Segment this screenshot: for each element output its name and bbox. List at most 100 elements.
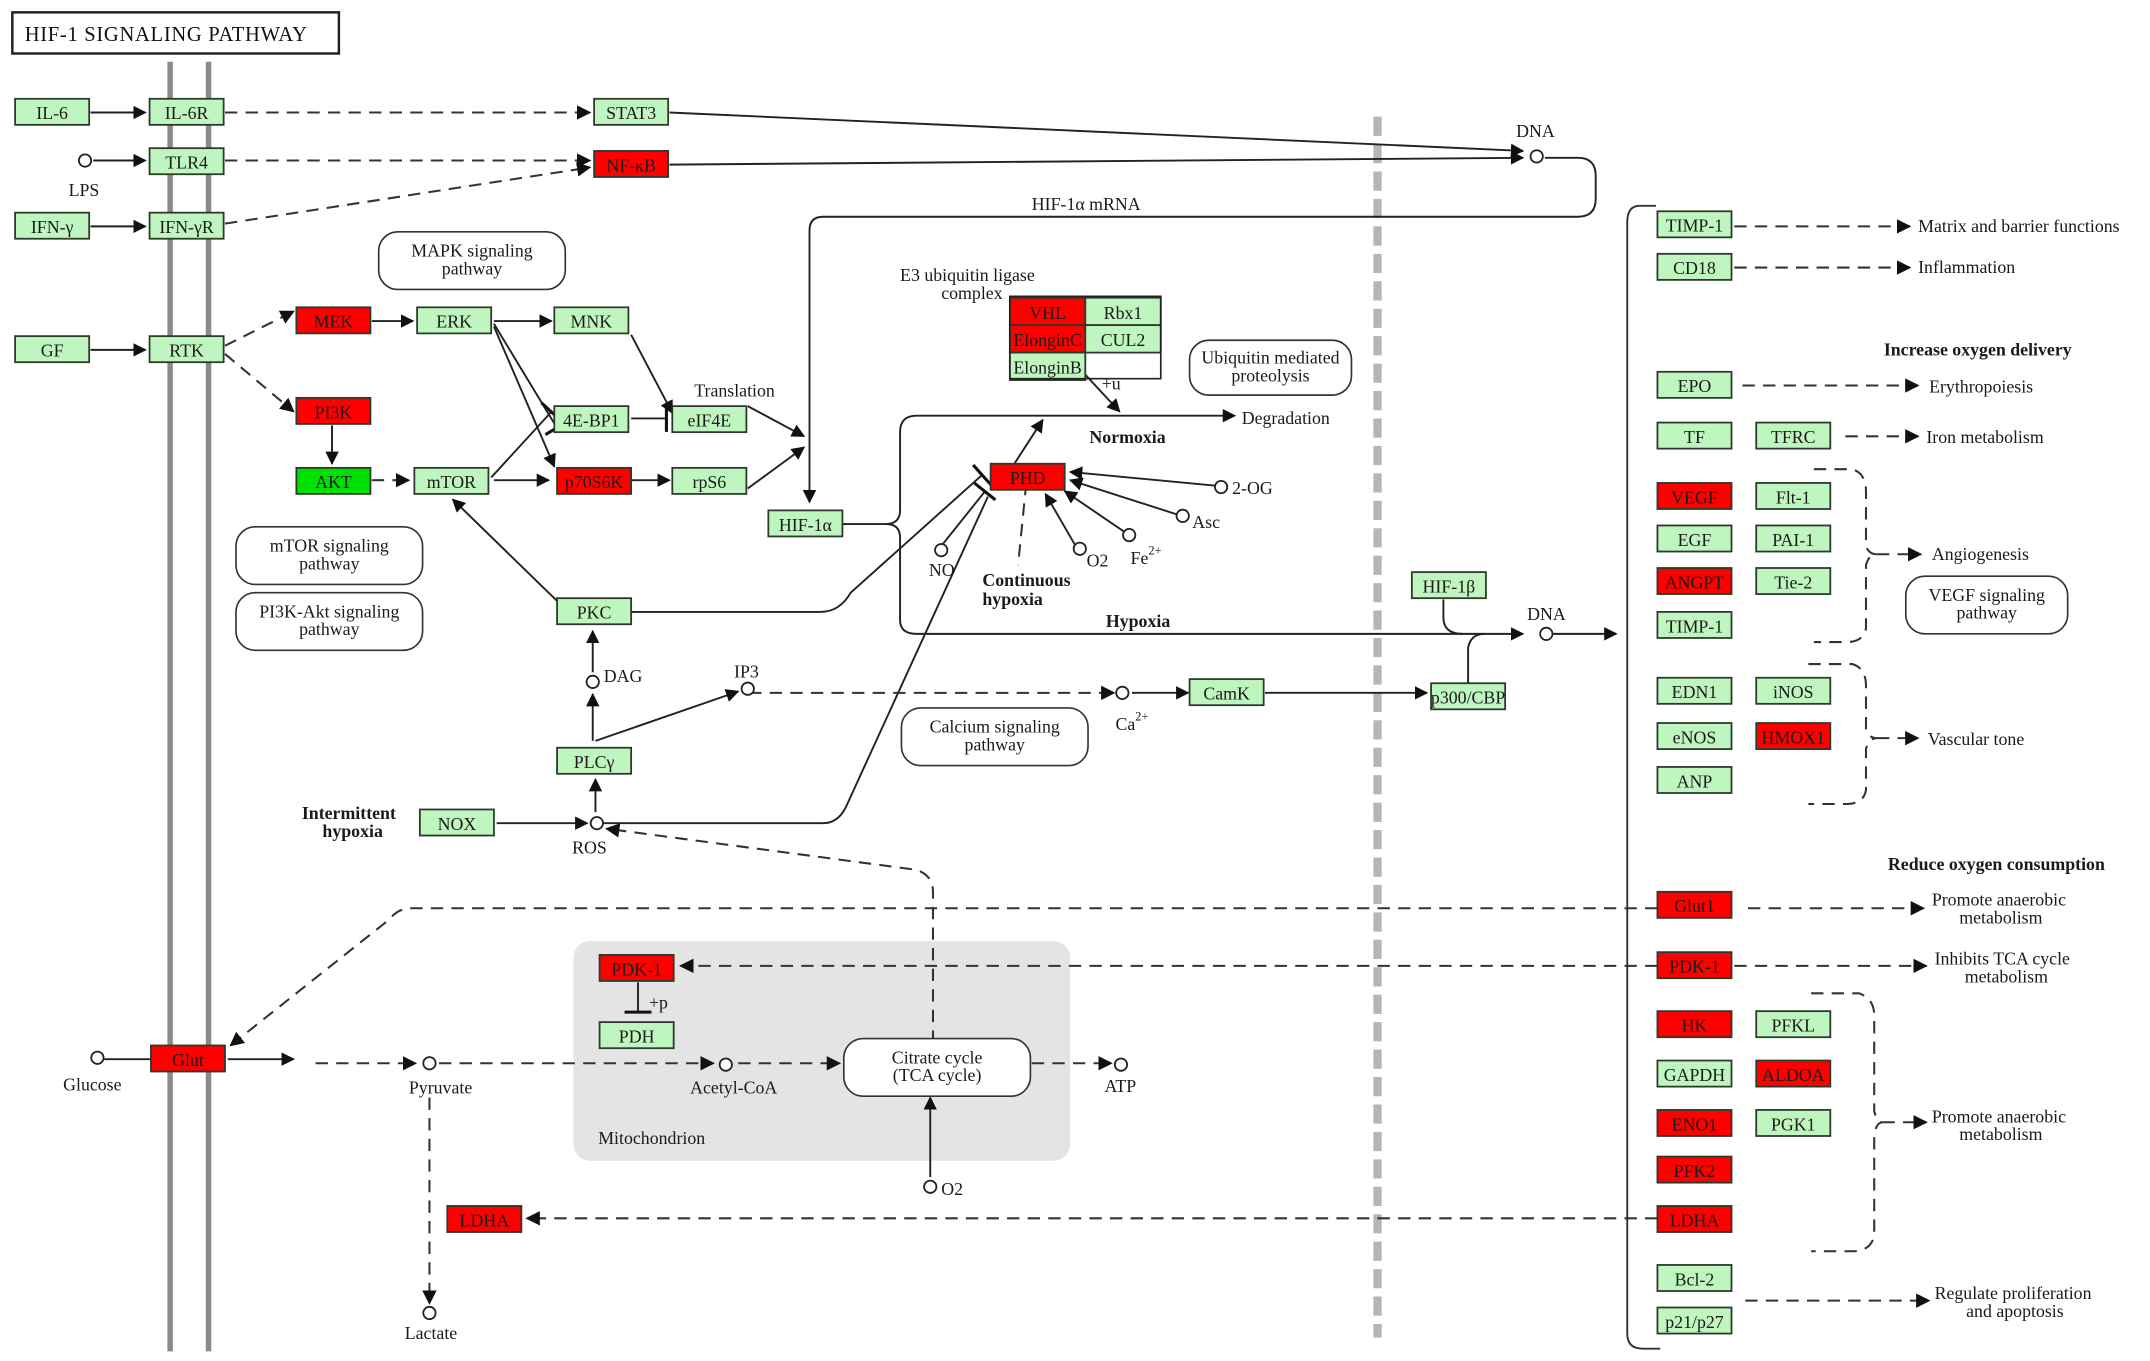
gene-box[interactable] bbox=[148, 97, 225, 126]
compound-2og[interactable] bbox=[1214, 479, 1229, 495]
gene-box[interactable] bbox=[1656, 722, 1733, 750]
gene-box[interactable] bbox=[148, 335, 225, 364]
gene-box[interactable] bbox=[593, 97, 670, 126]
gene-box[interactable] bbox=[1656, 1059, 1733, 1088]
gene-box[interactable] bbox=[671, 405, 748, 434]
compound-dna-top[interactable] bbox=[1529, 149, 1544, 164]
gene-hmox1[interactable]: HMOX1 bbox=[1755, 722, 1832, 750]
gene-box[interactable] bbox=[416, 306, 493, 335]
gene-tie2[interactable]: Tie-2 bbox=[1755, 567, 1832, 595]
gene-pai1[interactable]: PAI-1 bbox=[1755, 524, 1832, 553]
gene-vegf[interactable]: VEGF bbox=[1656, 482, 1733, 510]
gene-box[interactable] bbox=[767, 509, 844, 538]
gene-box[interactable] bbox=[148, 211, 225, 240]
gene-plcg[interactable]: PLCγ bbox=[556, 746, 633, 775]
gene-angpt[interactable]: ANGPT bbox=[1656, 567, 1733, 595]
gene-inos[interactable]: iNOS bbox=[1755, 676, 1832, 705]
gene-cd18[interactable]: CD18 bbox=[1656, 252, 1733, 281]
gene-box[interactable] bbox=[1656, 1205, 1733, 1233]
gene-box[interactable] bbox=[989, 462, 1066, 491]
pathway-box[interactable] bbox=[1904, 575, 2069, 635]
gene-box[interactable] bbox=[1755, 722, 1832, 750]
gene-box[interactable] bbox=[1656, 524, 1733, 553]
compound-ros[interactable] bbox=[589, 816, 604, 831]
gene-il6r[interactable]: IL-6R bbox=[148, 97, 225, 126]
gene-erk[interactable]: ERK bbox=[416, 306, 493, 335]
pathway-box[interactable] bbox=[377, 231, 567, 291]
gene-p70s6k[interactable]: p70S6K bbox=[556, 466, 633, 495]
compound-ca[interactable] bbox=[1115, 685, 1130, 700]
compound-o2-tca[interactable] bbox=[923, 1179, 938, 1194]
gene-pkc[interactable]: PKC bbox=[556, 597, 633, 626]
gene-phd[interactable]: PHD bbox=[989, 462, 1066, 491]
gene-pfkl[interactable]: PFKL bbox=[1755, 1010, 1832, 1039]
gene-hif1b[interactable]: HIF-1β bbox=[1410, 571, 1487, 600]
gene-mtor[interactable]: mTOR bbox=[413, 466, 490, 495]
gene-timp1b[interactable]: TIMP-1 bbox=[1656, 611, 1733, 639]
pathway-box[interactable] bbox=[235, 526, 424, 586]
gene-hk[interactable]: HK bbox=[1656, 1010, 1733, 1039]
gene-box[interactable] bbox=[598, 1021, 675, 1050]
gene-pdk1m[interactable]: PDK-1 bbox=[598, 954, 675, 982]
gene-bcl2[interactable]: Bcl-2 bbox=[1656, 1264, 1733, 1292]
gene-glut1[interactable]: Glut1 bbox=[1656, 890, 1733, 919]
compound-dna-mid[interactable] bbox=[1539, 626, 1554, 641]
gene-box[interactable] bbox=[1755, 1059, 1832, 1088]
gene-p300[interactable]: p300/CBP bbox=[1430, 682, 1507, 711]
gene-gf[interactable]: GF bbox=[14, 335, 91, 364]
gene-box[interactable] bbox=[1755, 524, 1832, 553]
gene-tfrc[interactable]: TFRC bbox=[1755, 421, 1832, 450]
gene-vhl[interactable]: VHL bbox=[1008, 296, 1087, 327]
gene-elonginb[interactable]: ElonginB bbox=[1008, 351, 1087, 381]
gene-box[interactable] bbox=[413, 466, 490, 495]
pathway-box[interactable] bbox=[900, 707, 1089, 767]
gene-box[interactable] bbox=[556, 597, 633, 626]
gene-aldoa[interactable]: ALDOA bbox=[1755, 1059, 1832, 1088]
gene-box[interactable] bbox=[1656, 1010, 1733, 1039]
gene-box[interactable] bbox=[150, 1044, 226, 1073]
gene-il6[interactable]: IL-6 bbox=[14, 97, 91, 126]
gene-ifng[interactable]: IFN-γ bbox=[14, 211, 91, 240]
gene-ifngr[interactable]: IFN-γR bbox=[148, 211, 225, 240]
gene-box[interactable] bbox=[1188, 678, 1265, 707]
gene-epo[interactable]: EPO bbox=[1656, 370, 1733, 399]
gene-box[interactable] bbox=[1755, 1010, 1832, 1039]
gene-box[interactable] bbox=[1656, 611, 1733, 639]
gene-eno1[interactable]: ENO1 bbox=[1656, 1109, 1733, 1137]
gene-box[interactable] bbox=[1656, 252, 1733, 281]
compound-acetylcoa[interactable] bbox=[718, 1057, 733, 1072]
gene-box[interactable] bbox=[1656, 766, 1733, 794]
gene-box[interactable] bbox=[1656, 482, 1733, 510]
gene-flt1[interactable]: Flt-1 bbox=[1755, 482, 1832, 510]
gene-box[interactable] bbox=[671, 466, 748, 495]
gene-ebp1[interactable]: 4E-BP1 bbox=[553, 405, 630, 434]
gene-edn1[interactable]: EDN1 bbox=[1656, 676, 1733, 705]
gene-pdk1r[interactable]: PDK-1 bbox=[1656, 951, 1733, 980]
gene-akt[interactable]: AKT bbox=[295, 466, 372, 495]
gene-box[interactable] bbox=[1084, 296, 1162, 327]
gene-box[interactable] bbox=[14, 211, 91, 240]
gene-rps6[interactable]: rpS6 bbox=[671, 466, 748, 495]
gene-box[interactable] bbox=[1755, 1109, 1832, 1137]
gene-box[interactable] bbox=[1656, 1155, 1733, 1184]
gene-box[interactable] bbox=[1656, 1109, 1733, 1137]
gene-camk[interactable]: CamK bbox=[1188, 678, 1265, 707]
gene-box[interactable] bbox=[1656, 1306, 1733, 1335]
gene-box[interactable] bbox=[1755, 676, 1832, 705]
compound-fe[interactable] bbox=[1122, 528, 1137, 543]
gene-rbx1[interactable]: Rbx1 bbox=[1084, 296, 1162, 327]
gene-gapdh[interactable]: GAPDH bbox=[1656, 1059, 1733, 1088]
gene-tlr4[interactable]: TLR4 bbox=[148, 147, 225, 176]
gene-box[interactable] bbox=[1755, 567, 1832, 595]
gene-elonginc[interactable]: ElonginC bbox=[1008, 324, 1087, 354]
gene-box[interactable] bbox=[1008, 296, 1087, 327]
pathway-link-tca[interactable]: Citrate cycle(TCA cycle) bbox=[842, 1037, 1032, 1098]
gene-box[interactable] bbox=[598, 954, 675, 982]
compound-dag[interactable] bbox=[585, 674, 600, 689]
compound-glucose[interactable] bbox=[90, 1050, 105, 1065]
gene-box[interactable] bbox=[1755, 421, 1832, 450]
